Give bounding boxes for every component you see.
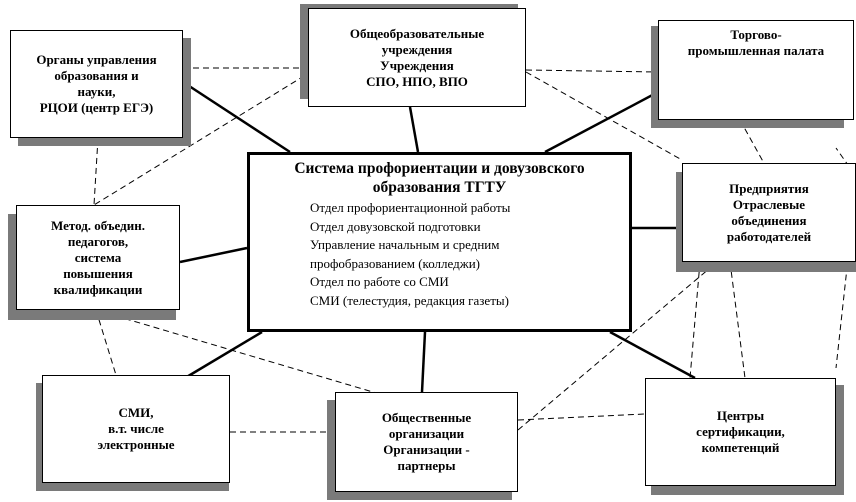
media-box: СМИ, в.т. числе электронные	[42, 375, 230, 483]
dashed-link-10	[517, 267, 711, 431]
department-item: СМИ (телестудия, редакция газеты)	[310, 292, 509, 308]
media-label: СМИ, в.т. числе электронные	[97, 405, 175, 452]
dashed-link-3	[93, 137, 99, 206]
solid-link-public-orgs	[420, 331, 427, 393]
cert-centers-box: Центры сертификации, компетенций	[645, 378, 836, 486]
solid-link-governance	[182, 80, 291, 154]
teachers-box: Метод. объедин. педагогов, система повыш…	[16, 205, 180, 310]
center-box: Система профориентации и довузовского об…	[247, 152, 632, 332]
dashed-link-14	[835, 194, 856, 369]
enterprises-label: Предприятия Отраслевые объединения работ…	[726, 180, 812, 244]
solid-link-cert-centers	[609, 330, 696, 380]
department-item: профобразованием (колледжи)	[310, 255, 480, 271]
dashed-link-12	[689, 261, 701, 379]
schools-box: Общеобразовательные учреждения Учреждени…	[308, 8, 526, 107]
department-item: Отдел по работе со СМИ	[310, 274, 449, 289]
chamber-label: Торгово- промышленная палата	[687, 27, 825, 58]
dashed-link-13	[729, 261, 746, 379]
solid-link-schools	[408, 106, 420, 153]
dashed-link-7	[95, 309, 117, 376]
governance-box: Органы управления образования и науки, Р…	[10, 30, 183, 138]
governance-label: Органы управления образования и науки, Р…	[36, 52, 157, 115]
department-item: Отдел профориентационной работы	[310, 200, 511, 215]
dashed-link-6	[739, 119, 766, 166]
solid-link-teachers	[179, 246, 248, 264]
department-item: Отдел довузовской подготовки	[310, 218, 481, 234]
dashed-link-2	[93, 59, 331, 206]
center-title: Система профориентации и довузовского об…	[294, 160, 585, 196]
enterprises-box: Предприятия Отраслевые объединения работ…	[682, 163, 856, 262]
department-item: Управление начальным и средним	[310, 237, 500, 252]
cert-centers-label: Центры сертификации, компетенций	[696, 408, 785, 455]
dashed-link-4	[525, 69, 659, 73]
public-orgs-label: Общественные организации Организации - п…	[381, 410, 472, 473]
dashed-link-11	[517, 413, 646, 421]
solid-link-media	[184, 330, 263, 380]
solid-link-chamber	[544, 89, 661, 154]
schools-label: Общеобразовательные учреждения Учреждени…	[349, 25, 485, 89]
department-list: Отдел профориентационной работы Отдел до…	[258, 199, 621, 310]
public-orgs-box: Общественные организации Организации - п…	[335, 392, 518, 492]
chamber-box: Торгово- промышленная палата	[658, 20, 854, 120]
teachers-label: Метод. объедин. педагогов, система повыш…	[51, 217, 145, 297]
